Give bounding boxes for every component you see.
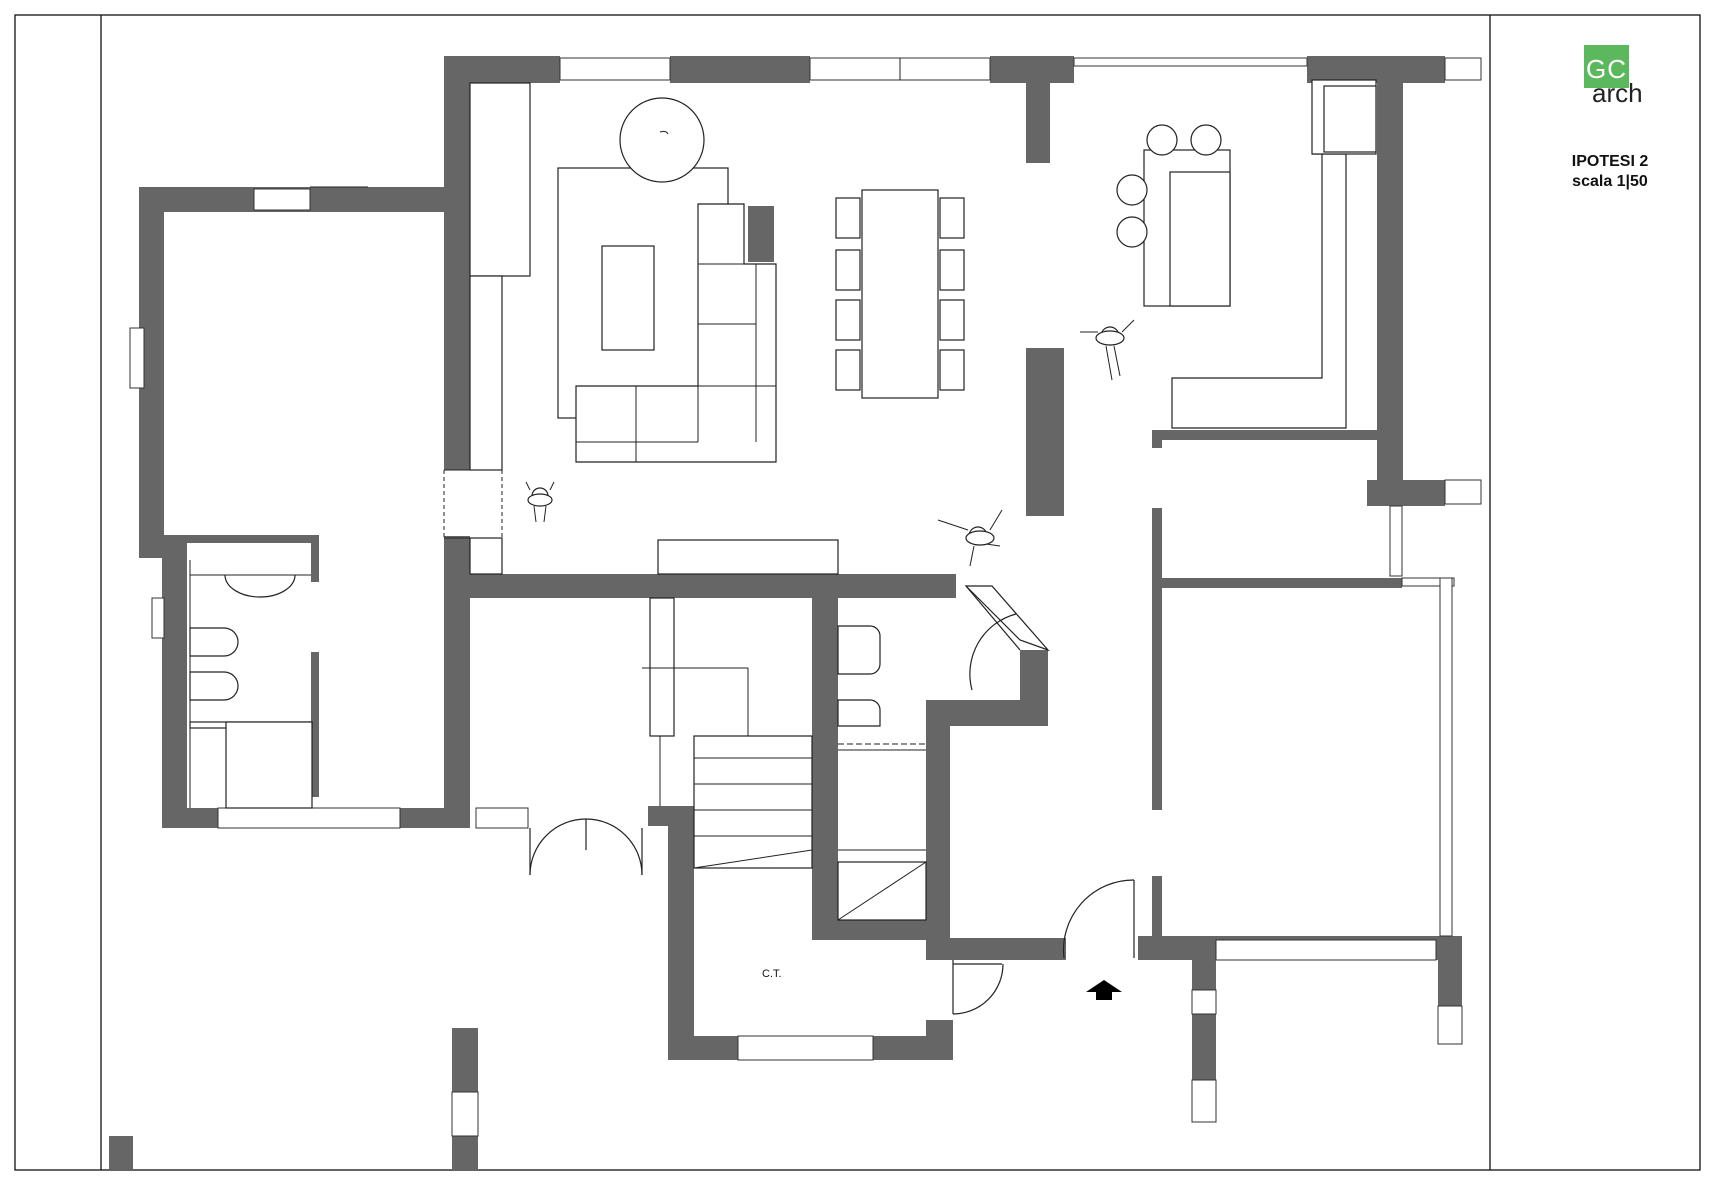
logo-mark: GC [1586,54,1627,84]
sheet-title: IPOTESI 2 [1571,153,1649,170]
logo-word: arch [1592,78,1643,108]
person-icon [525,481,555,523]
logo-box [1584,45,1629,88]
thermal-room-label: C.T. [762,968,782,980]
person-icon [937,509,1003,567]
stairs [642,597,927,921]
sheet-title-block: IPOTESI 2 scala 1|50 [1560,152,1660,192]
entrance-arrow-icon [1086,980,1122,1000]
sheet-frame [14,14,1701,1171]
person-icon [1080,319,1135,381]
walls [109,56,1462,1170]
living-furniture [443,79,1377,575]
doors [529,585,1135,1015]
windows [129,57,1482,1137]
sheet-scale: scala 1|50 [1572,173,1648,190]
bathroom-fixtures [189,560,313,809]
